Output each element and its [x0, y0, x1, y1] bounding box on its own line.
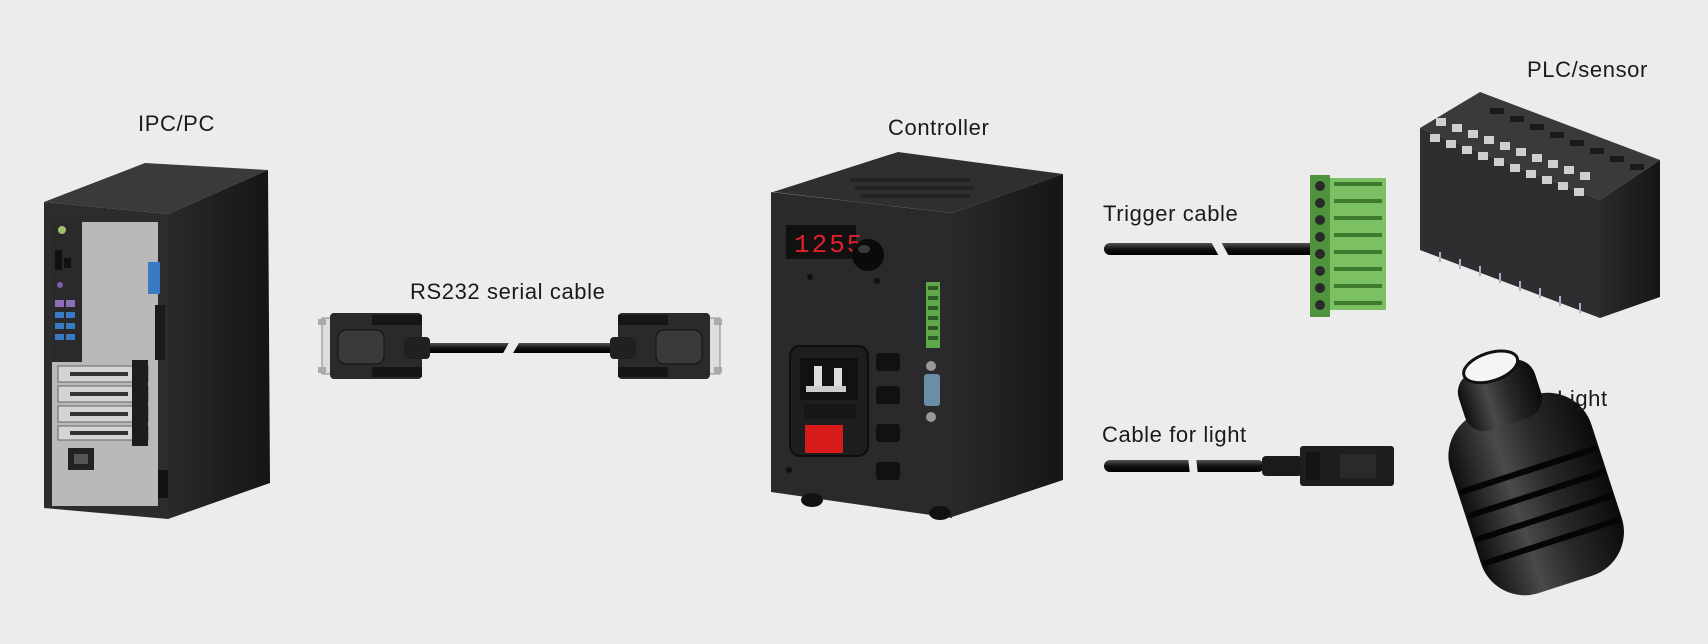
trigger-cable: [1104, 175, 1386, 317]
label-light-cable: Cable for light: [1102, 422, 1247, 447]
light-cable: [1104, 446, 1394, 486]
controller-terminal-block: [926, 282, 940, 348]
label-controller: Controller: [888, 115, 990, 140]
controller-light-ports: [876, 353, 900, 480]
controller-display: 1255: [794, 230, 864, 260]
label-plc-sensor: PLC/sensor: [1527, 57, 1648, 82]
rs232-cable: [318, 313, 722, 379]
controller-db9-port: [924, 361, 940, 422]
label-ipc-pc: IPC/PC: [138, 111, 215, 136]
label-rs232-cable: RS232 serial cable: [410, 279, 606, 304]
power-switch: [805, 425, 843, 453]
db9-connector-right: [610, 313, 722, 379]
plc-sensor: [1420, 92, 1660, 318]
trigger-terminal-block: [1310, 175, 1386, 317]
label-light: Light: [1557, 386, 1608, 411]
label-trigger-cable: Trigger cable: [1103, 201, 1239, 226]
pc-tower: [44, 163, 270, 519]
db9-connector-left: [318, 313, 430, 379]
ring-light: [1448, 349, 1624, 596]
controller-unit: 1255: [771, 152, 1063, 520]
